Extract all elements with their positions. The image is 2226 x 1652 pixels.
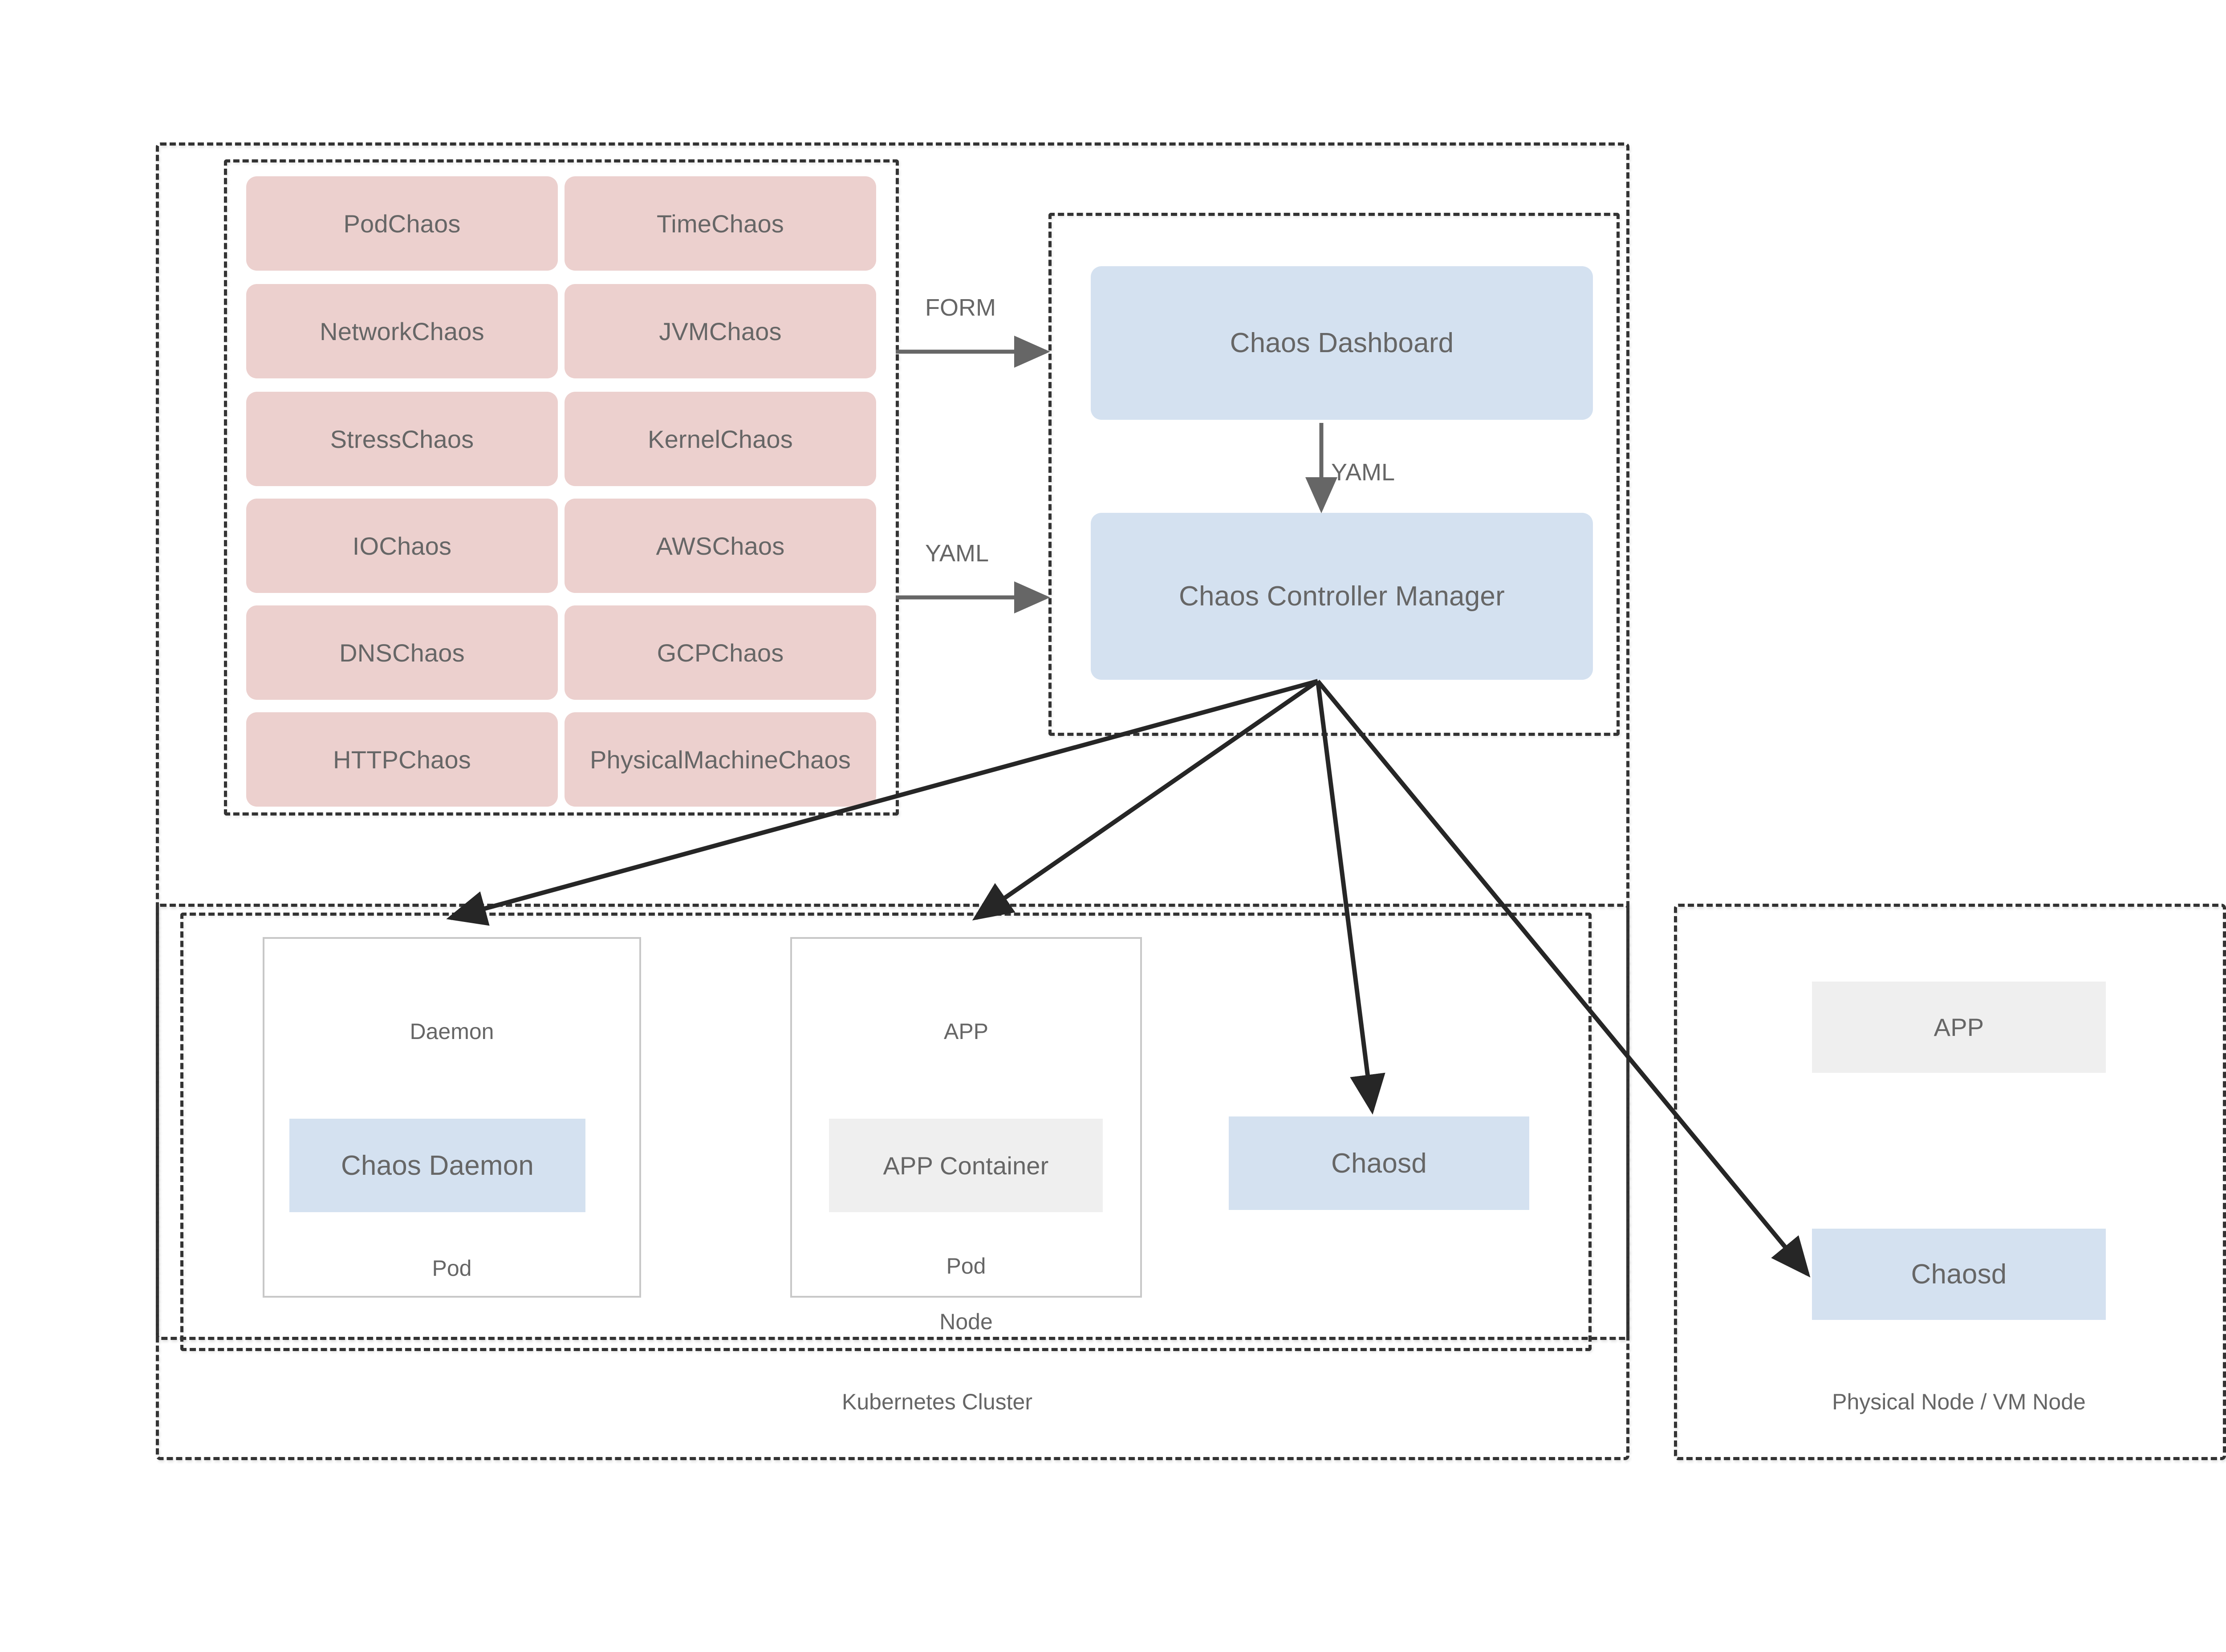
chaos-type-stresschaos[interactable]: StressChaos xyxy=(246,392,558,486)
chaos-type-jvmchaos[interactable]: JVMChaos xyxy=(565,284,876,378)
app-container[interactable]: APP Container xyxy=(829,1119,1103,1212)
chaos-dashboard-box[interactable]: Chaos Dashboard xyxy=(1091,266,1593,420)
chaos-dashboard-label: Chaos Dashboard xyxy=(1230,328,1454,358)
pod-daemon[interactable] xyxy=(263,937,641,1298)
chaos-type-label: StressChaos xyxy=(330,425,474,453)
chaos-type-label: IOChaos xyxy=(352,532,452,560)
chaos-type-awschaos[interactable]: AWSChaos xyxy=(565,499,876,593)
chaos-type-label: PhysicalMachineChaos xyxy=(589,745,851,774)
physical-node-app-box[interactable]: APP xyxy=(1812,982,2106,1073)
chaos-type-dnschaos[interactable]: DNSChaos xyxy=(246,605,558,700)
chaosd-node-box[interactable]: Chaosd xyxy=(1229,1116,1529,1210)
node-label: Node xyxy=(939,1309,993,1334)
chaos-type-label: JVMChaos xyxy=(659,317,782,345)
pod-daemon-title: Daemon xyxy=(410,1019,494,1044)
chaos-type-label: NetworkChaos xyxy=(320,317,484,345)
pod-app-footer: Pod xyxy=(946,1254,986,1279)
chaos-controller-manager-label: Chaos Controller Manager xyxy=(1179,581,1505,612)
app-container-label: APP Container xyxy=(883,1151,1049,1180)
pod-app[interactable] xyxy=(790,937,1142,1298)
chaos-controller-manager-box[interactable]: Chaos Controller Manager xyxy=(1091,513,1593,680)
kubernetes-cluster-label: Kubernetes Cluster xyxy=(841,1389,1032,1414)
physical-node-label: Physical Node / VM Node xyxy=(1832,1389,2086,1414)
chaos-type-httpchaos[interactable]: HTTPChaos xyxy=(246,712,558,807)
chaos-type-networkchaos[interactable]: NetworkChaos xyxy=(246,284,558,378)
chaos-type-iochaos[interactable]: IOChaos xyxy=(246,499,558,593)
edge-label-form: FORM xyxy=(925,294,996,321)
edge-label-dashboard-to-controller-yaml: YAML xyxy=(1331,459,1395,486)
physical-node-chaosd-label: Chaosd xyxy=(1911,1259,2007,1290)
chaos-type-label: PodChaos xyxy=(343,209,461,238)
physical-node-chaosd-box[interactable]: Chaosd xyxy=(1812,1229,2106,1320)
chaosd-node-label: Chaosd xyxy=(1331,1148,1427,1179)
chaos-type-timechaos[interactable]: TimeChaos xyxy=(565,176,876,271)
edge-label-yaml-to-controller: YAML xyxy=(925,540,989,567)
pod-daemon-footer: Pod xyxy=(432,1256,472,1281)
chaos-daemon-label: Chaos Daemon xyxy=(341,1150,534,1181)
chaos-type-label: TimeChaos xyxy=(656,209,784,238)
chaos-type-label: GCPChaos xyxy=(657,638,784,667)
pod-app-title: APP xyxy=(943,1019,989,1044)
chaos-type-label: KernelChaos xyxy=(648,425,793,453)
chaos-type-kernelchaos[interactable]: KernelChaos xyxy=(565,392,876,486)
chaos-daemon-container[interactable]: Chaos Daemon xyxy=(289,1119,585,1212)
chaos-type-podchaos[interactable]: PodChaos xyxy=(246,176,558,271)
chaos-type-label: DNSChaos xyxy=(339,638,465,667)
chaos-type-label: HTTPChaos xyxy=(333,745,471,774)
chaos-type-label: AWSChaos xyxy=(656,532,785,560)
physical-node-app-label: APP xyxy=(1934,1013,1984,1041)
chaos-type-physicalmachinechaos[interactable]: PhysicalMachineChaos xyxy=(565,712,876,807)
chaos-type-gcpchaos[interactable]: GCPChaos xyxy=(565,605,876,700)
